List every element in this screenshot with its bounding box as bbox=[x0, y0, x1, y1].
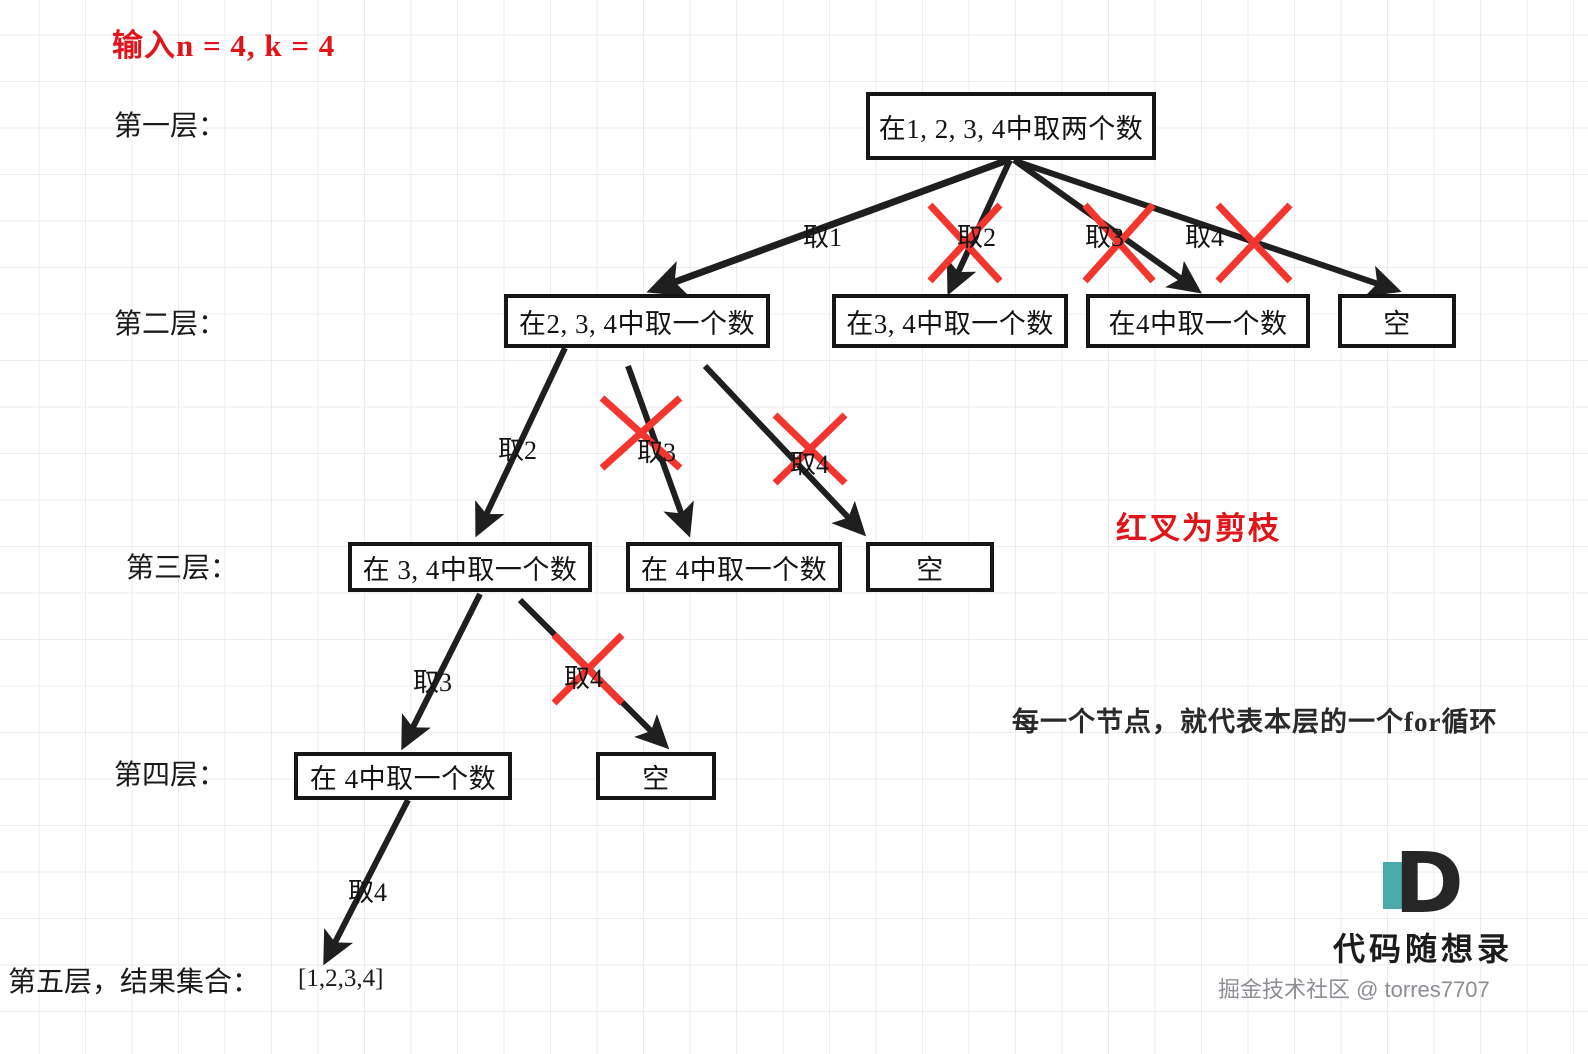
watermark-text: 掘金技术社区 @ torres7707 bbox=[1218, 977, 1490, 1002]
edge-label-l2-take4: 取4 bbox=[790, 450, 830, 479]
node-l2-take4[interactable]: 空 bbox=[1338, 294, 1456, 348]
edge-label-l4-take4: 取4 bbox=[348, 878, 388, 907]
node-l3-take2[interactable]: 在 3, 4中取一个数 bbox=[348, 542, 592, 592]
edge-label-l2-take3: 取3 bbox=[637, 438, 677, 467]
result-set-value: [1,2,3,4] bbox=[298, 965, 384, 992]
edge-label-l1-take1: 取1 bbox=[803, 223, 843, 252]
logo-d-icon: D bbox=[1375, 834, 1471, 932]
node-l4-take3[interactable]: 在 4中取一个数 bbox=[294, 752, 512, 800]
layer-label-2: 第二层： bbox=[114, 309, 227, 340]
edge-label-l2-take2: 取2 bbox=[498, 436, 538, 465]
edge-label-l1-take4: 取4 bbox=[1185, 223, 1225, 252]
logo-letter: D bbox=[1394, 834, 1464, 932]
node-l2-take2[interactable]: 在3, 4中取一个数 bbox=[832, 294, 1068, 348]
edge-l2a-to-l3c bbox=[702, 363, 867, 537]
page-title: 输入n = 4, k = 4 bbox=[112, 28, 336, 63]
note-for-loop: 每一个节点，就代表本层的一个for循环 bbox=[1012, 707, 1498, 737]
layer-label-3: 第三层： bbox=[126, 553, 239, 584]
node-root[interactable]: 在1, 2, 3, 4中取两个数 bbox=[866, 92, 1156, 160]
layer-label-5: 第五层，结果集合： bbox=[8, 967, 261, 998]
logo-name: 代码随想录 bbox=[1332, 931, 1513, 967]
layer-label-1: 第一层： bbox=[114, 111, 227, 142]
node-l3-take3[interactable]: 在 4中取一个数 bbox=[626, 542, 842, 592]
brand-logo: D 代码随想录 bbox=[1318, 834, 1528, 970]
edge-label-l1-take3: 取3 bbox=[1085, 223, 1125, 252]
node-l2-take1[interactable]: 在2, 3, 4中取一个数 bbox=[504, 294, 770, 348]
edge-label-l1-take2: 取2 bbox=[957, 223, 997, 252]
prune-x-l1-take4 bbox=[1215, 202, 1293, 284]
note-pruning: 红叉为剪枝 bbox=[1116, 511, 1281, 546]
edge-label-l3-take3: 取3 bbox=[413, 668, 453, 697]
layer-label-4: 第四层： bbox=[114, 760, 227, 791]
node-l3-take4[interactable]: 空 bbox=[866, 542, 994, 592]
node-l2-take3[interactable]: 在4中取一个数 bbox=[1086, 294, 1310, 348]
node-l4-take4[interactable]: 空 bbox=[596, 752, 716, 800]
edge-label-l3-take4: 取4 bbox=[564, 664, 604, 693]
logo-teal-bar bbox=[1383, 862, 1405, 909]
